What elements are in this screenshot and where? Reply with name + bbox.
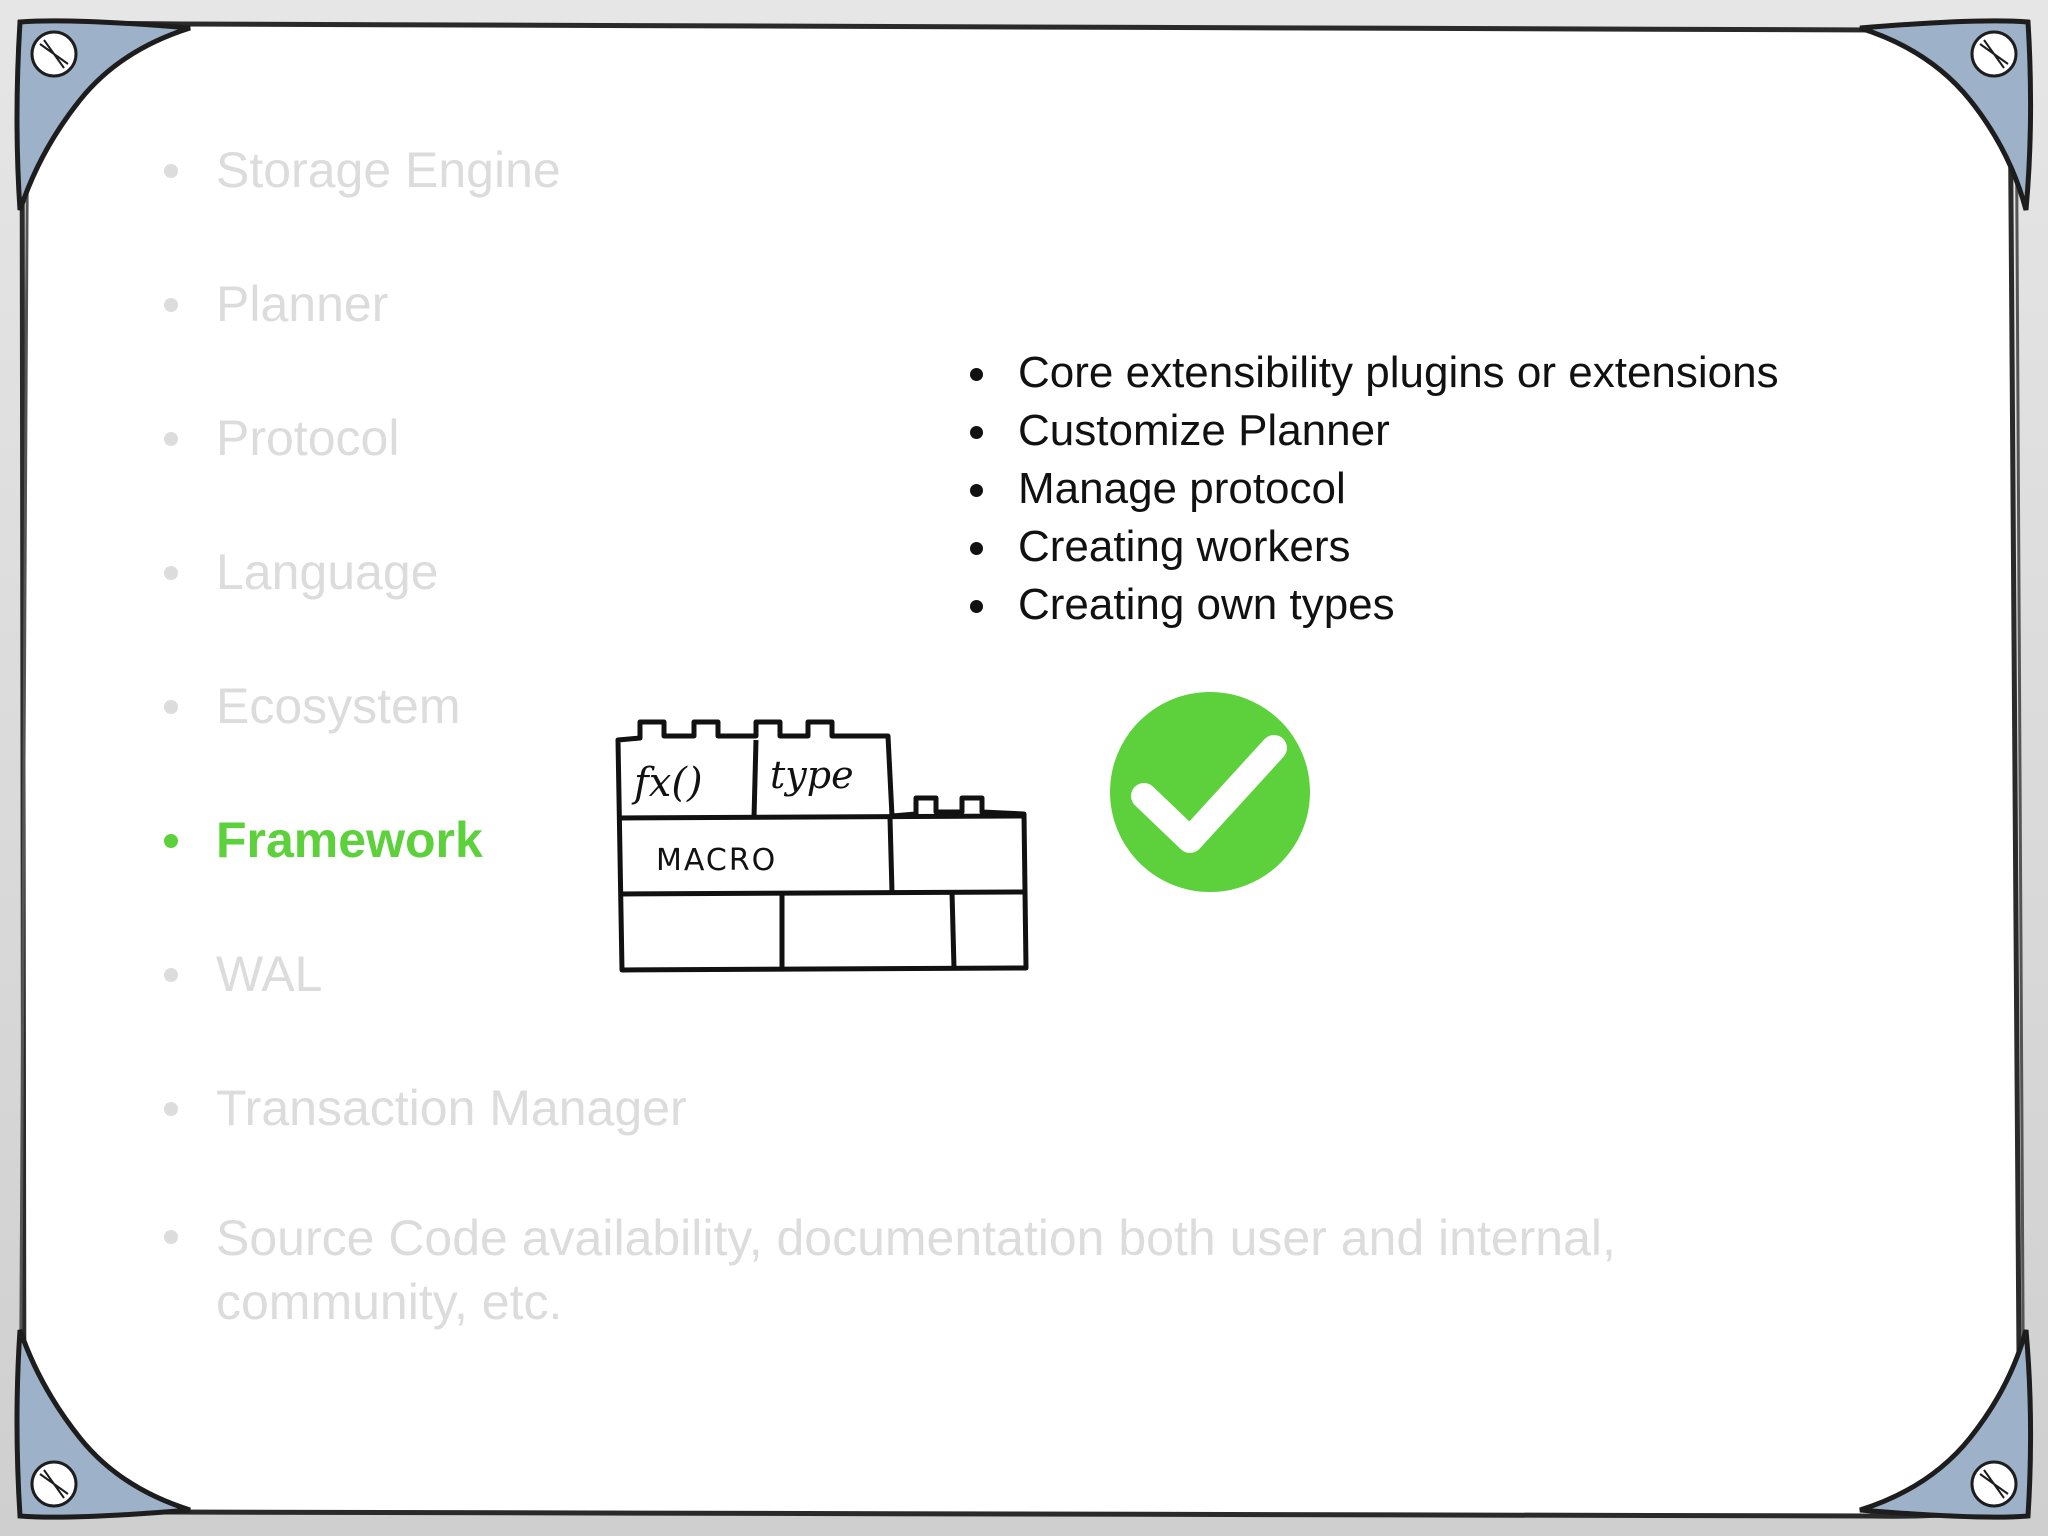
block-label-type: type — [770, 753, 854, 797]
checkmark-circle-icon — [1110, 692, 1310, 892]
block-label-fx: fx() — [631, 760, 703, 806]
topic-item: Protocol — [160, 408, 1776, 468]
topic-list: Storage Engine Planner Protocol Language… — [160, 140, 1776, 1334]
feature-item: Manage protocol — [968, 460, 1779, 518]
topic-label: Language — [216, 544, 439, 600]
topic-item: WAL — [160, 944, 1776, 1004]
topic-label: Planner — [216, 276, 389, 332]
feature-label: Customize Planner — [1018, 406, 1390, 455]
topic-label: Transaction Manager — [216, 1080, 687, 1136]
bullet — [164, 566, 178, 580]
bullet — [970, 484, 983, 497]
bullet — [164, 164, 178, 178]
block-label-macro: MACRO — [656, 843, 777, 878]
bullet — [164, 700, 178, 714]
feature-item: Creating own types — [968, 576, 1779, 634]
bullet — [970, 426, 983, 439]
topic-item: Source Code availability, documentation … — [160, 1206, 1776, 1334]
framework-feature-list: Core extensibility plugins or extensions… — [968, 344, 1779, 634]
bullet — [970, 600, 983, 613]
feature-label: Creating own types — [1018, 580, 1395, 629]
topic-label: Framework — [216, 812, 483, 868]
topic-label: WAL — [216, 946, 323, 1002]
topic-item: Planner — [160, 274, 1776, 334]
bullet — [970, 542, 983, 555]
bullet — [970, 368, 983, 381]
bullet — [164, 1102, 178, 1116]
feature-item: Creating workers — [968, 518, 1779, 576]
topic-label: Ecosystem — [216, 678, 461, 734]
feature-label: Core extensibility plugins or extensions — [1018, 348, 1779, 397]
topic-item: Language — [160, 542, 1776, 602]
bullet — [164, 1230, 178, 1244]
feature-item: Customize Planner — [968, 402, 1779, 460]
building-blocks-illustration: fx() type MACRO — [615, 719, 1029, 973]
topic-label: Storage Engine — [216, 142, 561, 198]
topic-item: Transaction Manager — [160, 1078, 1776, 1138]
bullet — [164, 298, 178, 312]
topic-label: Protocol — [216, 410, 400, 466]
feature-label: Manage protocol — [1018, 464, 1346, 513]
feature-label: Creating workers — [1018, 522, 1351, 571]
feature-item: Core extensibility plugins or extensions — [968, 344, 1779, 402]
topic-item: Ecosystem — [160, 676, 1776, 736]
topic-item-active: Framework — [160, 810, 1776, 870]
topic-label: Source Code availability, documentation … — [216, 1210, 1616, 1330]
bullet — [164, 432, 178, 446]
bullet — [164, 834, 178, 848]
bullet — [164, 968, 178, 982]
topic-item: Storage Engine — [160, 140, 1776, 200]
